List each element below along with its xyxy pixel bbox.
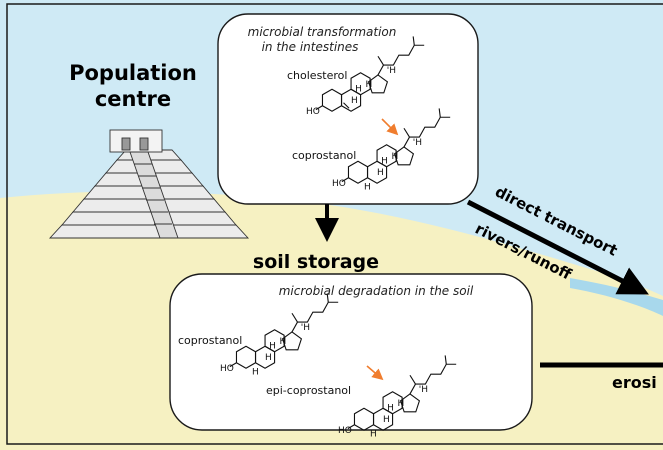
hydroxyl-bond [341,177,349,183]
sidechain-h-label: 'H [419,385,428,395]
side-chain-branch [326,293,329,303]
erosion-label: erosi [612,373,657,392]
hydrogen-label-1: H [387,403,394,413]
hydroxyl-label: HO [306,107,320,117]
hydrogen-label-0: H [351,96,358,106]
intestine-box-title-1: microbial transformation [248,25,397,39]
hydroxyl-bond [347,424,355,430]
population-centre-label-1: Population [69,61,197,85]
hydrogen-label-0: H [377,168,384,178]
pyramid-illustration [48,129,250,239]
hydrogen-label-1: H [381,156,388,166]
cholesterol-label: cholesterol [287,69,347,82]
hydrogen-label-2: H [280,337,287,347]
side-chain-branch [444,355,447,365]
soil-degradation-box [169,273,533,431]
intestine-box-title-2: in the intestines [262,40,359,54]
ring-bond-2 [350,72,371,96]
coprostanol-label-top: coprostanol [292,149,356,162]
methyl-bond [409,374,416,385]
hydrogen-label-0: H [265,353,272,363]
hydrogen-label-2: H [398,399,405,409]
methyl-bond [403,127,410,138]
methyl-bond [291,312,298,323]
reaction-arrow-intestine [381,118,399,136]
side-chain-branch [438,108,441,118]
hydroxyl-bond [229,362,237,368]
outer-frame [6,3,663,445]
sea-edge [570,278,663,316]
coprostanol-label-soil: coprostanol [178,334,242,347]
ring-bond-2 [382,391,403,415]
hydrogen-label-2: H [392,152,399,162]
sidechain-h-label: 'H [413,138,422,148]
soil-storage-label: soil storage [253,251,379,273]
methyl-bond [377,55,384,66]
ring-bond-2 [376,144,397,168]
hydroxyl-label: HO [220,364,234,374]
ring-d-bond [281,331,303,351]
hydrogen-label-2: H [366,80,373,90]
sidechain-h-label: 'H [387,66,396,76]
hydrogen-label-3: H [252,367,259,377]
ring-d-bond [367,74,389,94]
ring-bond-2 [264,329,285,353]
direct-transport-arrow [466,199,649,295]
hydrogen-label-0: H [383,415,390,425]
epi-coprostanol-label: epi-coprostanol [266,384,351,397]
soil-box-title: microbial degradation in the soil [279,284,474,298]
double-bond [343,102,350,109]
hydroxyl-label: HO [332,179,346,189]
hydrogen-label-3: H [370,429,377,439]
side-chain-branch [412,36,415,46]
hydroxyl-label: HO [338,426,352,436]
hydrogen-label-1: H [269,341,276,351]
hydroxyl-bond [315,105,323,111]
reaction-arrow-soil [366,365,384,381]
population-centre-label-2: centre [95,87,171,111]
ring-d-bond [393,146,415,166]
sidechain-h-label: 'H [301,323,310,333]
hydrogen-label-3: H [364,182,371,192]
hydrogen-label-1: H [355,84,362,94]
ring-d-bond [399,393,421,413]
